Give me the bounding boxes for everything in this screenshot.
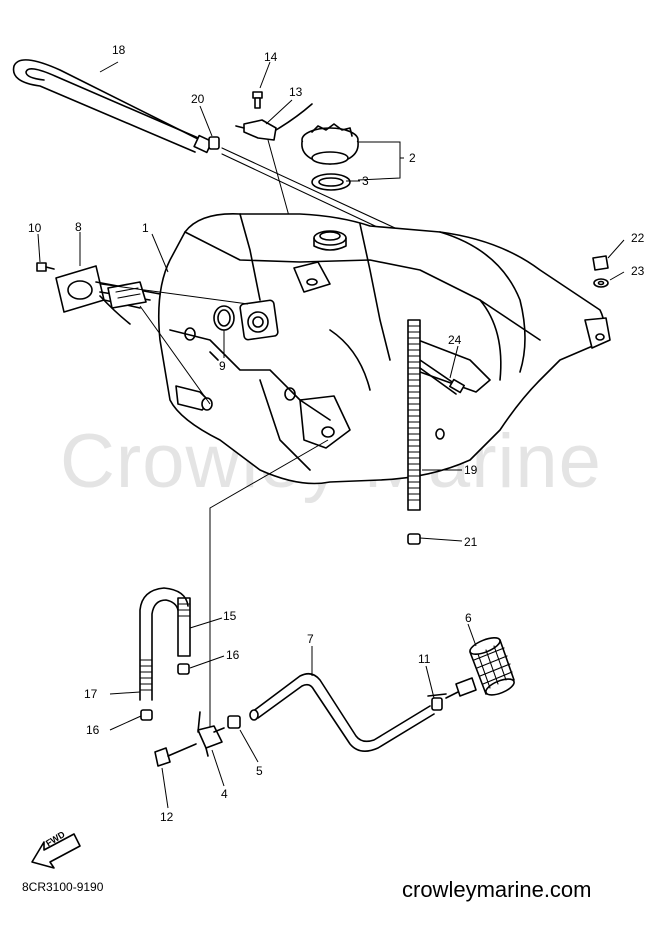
callout-7: 7 <box>307 632 314 646</box>
callout-22: 22 <box>631 231 645 245</box>
callout-18: 18 <box>112 43 126 57</box>
part-23-washer[interactable] <box>593 278 609 288</box>
part-16-clamp-lower[interactable] <box>140 709 153 721</box>
part-21-fitting[interactable] <box>407 533 421 545</box>
fwd-arrow-icon <box>31 833 81 869</box>
part-24-strap[interactable] <box>419 359 465 395</box>
callout-10: 10 <box>28 221 42 235</box>
part-8-sender-unit[interactable] <box>55 265 161 325</box>
callout-13: 13 <box>289 85 303 99</box>
callout-5: 5 <box>256 764 263 778</box>
callout-16-lower: 16 <box>86 723 100 737</box>
assembly-line-4 <box>209 439 329 730</box>
part-3-gasket[interactable] <box>311 173 351 191</box>
part-7-fuel-pipe[interactable] <box>249 672 435 752</box>
callout-16-upper: 16 <box>226 648 240 662</box>
callout-8: 8 <box>75 220 82 234</box>
website-link[interactable]: crowleymarine.com <box>402 877 592 902</box>
callout-6: 6 <box>465 611 472 625</box>
callout-20: 20 <box>191 92 205 106</box>
part-19-breather-tube[interactable] <box>407 319 421 511</box>
callout-17: 17 <box>84 687 98 701</box>
part-9-o-ring[interactable] <box>213 305 235 331</box>
part-20-clamp[interactable] <box>208 136 220 150</box>
part-5-connector[interactable] <box>227 715 241 729</box>
part-4-joint[interactable] <box>197 711 225 757</box>
diagram-code: 8CR3100-9190 <box>22 880 104 894</box>
callout-1: 1 <box>142 221 149 235</box>
part-17-hose[interactable] <box>139 587 189 701</box>
callout-leaders <box>37 61 625 809</box>
part-14-bolt[interactable] <box>252 91 263 109</box>
callout-15: 15 <box>223 609 237 623</box>
part-6-fuel-filter[interactable] <box>445 634 516 699</box>
callout-2: 2 <box>409 151 416 165</box>
callout-19: 19 <box>464 463 478 477</box>
callout-12: 12 <box>160 810 174 824</box>
part-16-clamp-upper[interactable] <box>177 663 190 675</box>
part-22-nut[interactable] <box>592 255 609 271</box>
callout-24: 24 <box>448 333 462 347</box>
callout-11: 11 <box>418 652 431 666</box>
callout-9: 9 <box>219 359 226 373</box>
callout-4: 4 <box>221 787 228 801</box>
callout-23: 23 <box>631 264 645 278</box>
callout-3: 3 <box>362 174 369 188</box>
part-18-breather-hose[interactable] <box>12 59 213 154</box>
part-2-fuel-cap[interactable] <box>301 123 359 165</box>
part-11-clamp[interactable] <box>427 693 447 711</box>
callout-14: 14 <box>264 50 278 64</box>
part-1-fuel-tank[interactable] <box>157 213 611 485</box>
part-13-bracket[interactable] <box>235 103 313 141</box>
assembly-line-8b <box>139 305 211 405</box>
part-12-bolt[interactable] <box>154 743 197 767</box>
part-10-screw[interactable] <box>36 262 55 272</box>
part-15-hose[interactable] <box>177 597 191 657</box>
assembly-line-8 <box>99 283 249 305</box>
callout-21: 21 <box>464 535 478 549</box>
